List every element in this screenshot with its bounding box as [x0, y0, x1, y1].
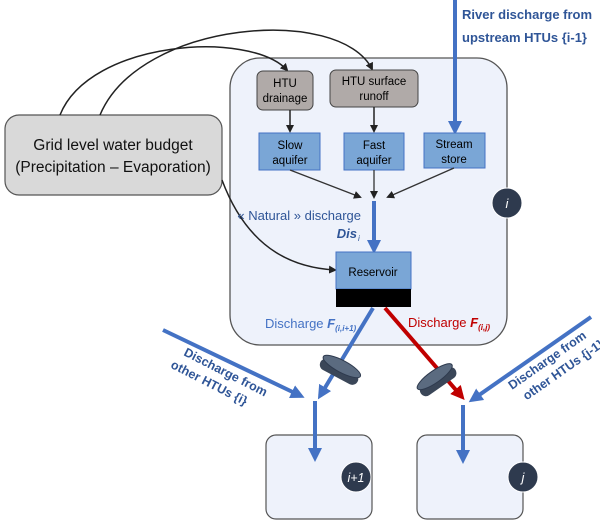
htu-i-badge-label: i [506, 196, 510, 211]
valve-j-icon [416, 363, 457, 397]
discharge-next-label: Discharge F(i,i+1) [265, 316, 357, 333]
htu-drainage-box [256, 70, 314, 111]
stream-store-box [423, 132, 486, 169]
slow-aquifer-line1: Slow [278, 140, 304, 152]
htu-next-box [265, 434, 373, 520]
reservoir-box [335, 251, 412, 290]
reservoir-label: Reservoir [348, 267, 397, 279]
grid-box-line1: Grid level water budget [33, 137, 193, 154]
htu-runoff-line1: HTU surface [342, 76, 407, 88]
fast-aquifer-line1: Fast [363, 140, 386, 152]
arrow-slow-out [289, 169, 362, 199]
htu-next-badge-label: i+1 [347, 471, 364, 485]
other-left-arrow [162, 328, 305, 399]
htu-runoff-line2: runoff [359, 91, 389, 103]
htu-i-badge [491, 187, 523, 219]
htu-next-badge [340, 461, 372, 493]
htu-drainage-line2: drainage [263, 93, 308, 105]
other-right-arrow [468, 315, 593, 403]
stream-store-line2: store [441, 154, 467, 166]
dis-subscript: i [358, 234, 360, 243]
curve-to-runoff [99, 29, 373, 116]
slow-aquifer-line2: aquifer [272, 155, 307, 167]
arrow-stream-out [386, 167, 455, 199]
grid-water-budget-box [4, 114, 223, 196]
htu-drainage-line1: HTU [273, 78, 297, 90]
natural-discharge-label: « Natural » discharge [237, 208, 361, 223]
river-label-line1: River discharge from [462, 7, 592, 22]
reservoir-outlet-bar [336, 289, 411, 307]
other-left-label: Discharge from other HTUs {i} [169, 345, 270, 408]
htu-j-box [416, 434, 524, 520]
fast-aquifer-box [343, 132, 405, 171]
stream-store-line1: Stream [435, 139, 472, 151]
curve-to-drainage [59, 46, 289, 116]
fast-aquifer-line2: aquifer [356, 155, 391, 167]
dis-symbol: Dis [337, 226, 357, 241]
valve-next-icon [319, 354, 362, 385]
discharge-j-label: Discharge F(i,j) [408, 315, 490, 332]
grid-box-line2: (Precipitation – Evaporation) [15, 159, 211, 176]
discharge-j-arrow [383, 306, 465, 401]
htu-j-badge [507, 461, 539, 493]
htu-j-badge-label: j [520, 470, 526, 485]
slow-aquifer-box [258, 132, 321, 171]
discharge-next-arrow [317, 306, 375, 400]
curve-to-reservoir [221, 179, 337, 274]
river-label-line2: upstream HTUs {i-1} [462, 30, 587, 45]
